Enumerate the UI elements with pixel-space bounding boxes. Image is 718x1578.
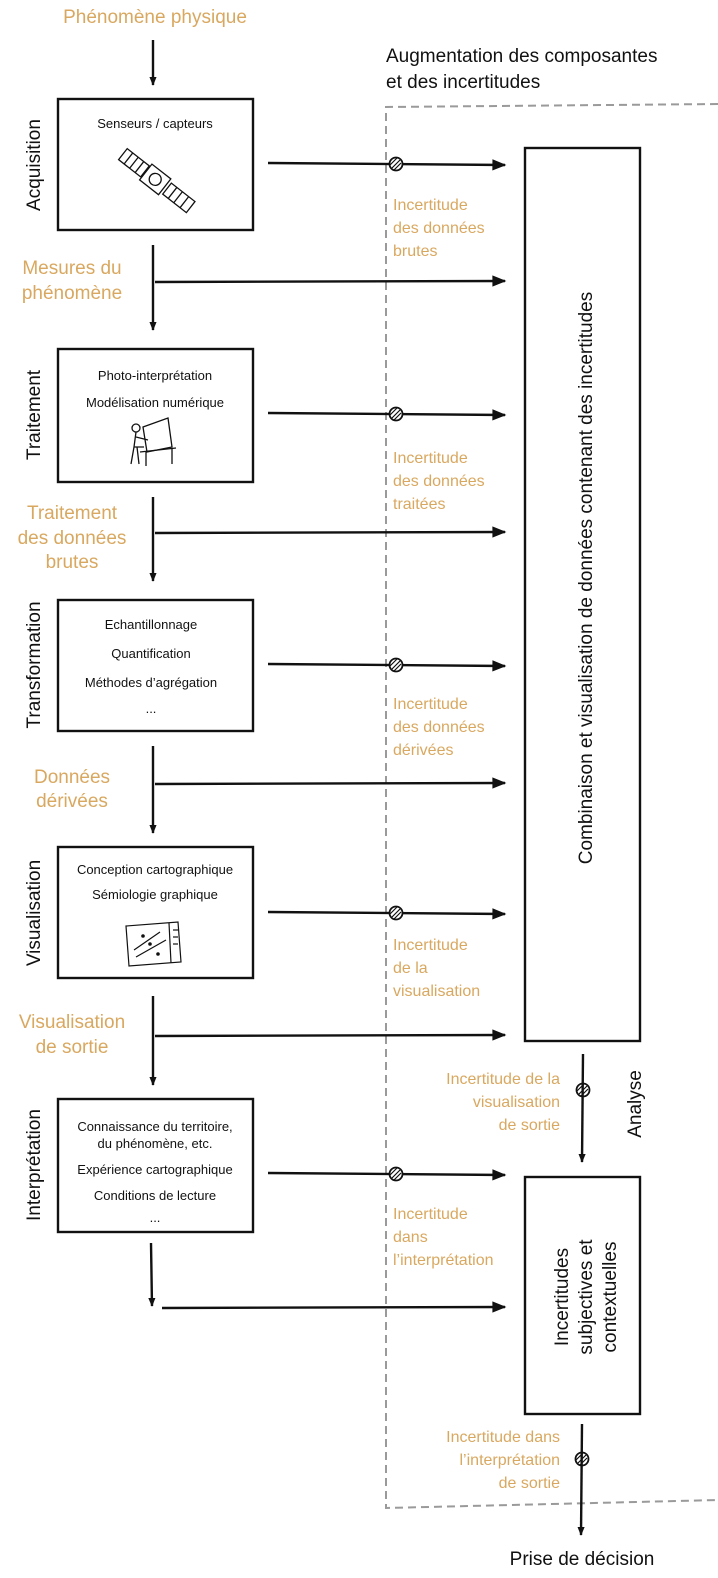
stage-item: Photo-interprétation [98,368,212,383]
final-uncertainty-label: de sortie [499,1475,560,1492]
analysis-label: Analyse [625,1070,646,1138]
stage-item: Expérience cartographique [77,1162,232,1177]
output-label-1: Mesures du [22,258,121,279]
arrow-uncertainty-5 [267,1169,507,1181]
horizontal-arrows [154,159,507,1313]
output-label-3b: dérivées [36,791,108,812]
decision-label: Prise de décision [510,1549,655,1570]
uncertainty-label: dans [393,1229,428,1246]
uncertainty-label: Incertitude [393,937,468,954]
source-label: Phénomène physique [63,7,247,28]
subjective-uncertainty-box [523,1175,642,1416]
arrow-output-2 [154,526,507,538]
uncertainty-dot [388,657,404,673]
uncertainty-label: Incertitude [393,1206,468,1223]
output-label-4: Visualisation [19,1012,125,1033]
uncertainty-label: brutes [393,243,437,260]
output-label-2: Traitement [27,503,118,524]
uncertainty-label: traitées [393,496,445,513]
stage-item: Echantillonnage [105,617,198,632]
subjective-box-label: contextuelles [600,1242,621,1353]
person-at-desk-icon [130,417,177,466]
uncertainty-label: visualisation [393,983,480,1000]
uncertainty-dots [388,156,591,1467]
stage-item: Modélisation numérique [86,395,224,410]
stage-traitement: Traitement Photo-interprétation Modélisa… [24,347,255,484]
stage-item: Méthodes d’agrégation [85,675,217,690]
stage-title: Acquisition [24,119,45,211]
final-uncertainty-label: l’interprétation [460,1452,561,1469]
stage-item: Quantification [111,646,191,661]
stage-item: ... [146,701,157,716]
stage-item: Senseurs / capteurs [97,116,213,131]
stage-title: Visualisation [24,860,45,966]
stage-transformation: Transformation Echantillonnage Quantific… [24,598,255,733]
analysis-uncertainty-label: Incertitude de la [446,1071,560,1088]
arrow-down-5 [148,1242,156,1307]
stage-item: Sémiologie graphique [92,887,218,902]
uncertainty-label: des données [393,473,485,490]
stage-box [56,1097,255,1234]
output-label-2c: brutes [46,552,99,573]
stage-item: Conception cartographique [77,862,233,877]
stage-title: Interprétation [24,1109,45,1221]
stage-box [56,347,255,484]
analysis-uncertainty-label: de sortie [499,1117,560,1134]
stage-item: ... [150,1210,161,1225]
uncertainty-label: l’interprétation [393,1252,494,1269]
stage-item: du phénomène, etc. [98,1136,213,1151]
stage-box [56,845,255,980]
uncertainty-label: de la [393,960,428,977]
uncertainty-label: dérivées [393,742,453,759]
uncertainty-zone-boundary [385,103,718,1510]
stage-acquisition: Acquisition Senseurs / capteurs [24,97,255,232]
uncertainty-label: Incertitude [393,450,468,467]
final-uncertainty-label: Incertitude dans [446,1429,560,1446]
uncertainty-labels: Incertitude des données brutes Incertitu… [393,197,494,1269]
output-label-2b: des données [18,528,127,549]
uncertainty-dot [388,1166,404,1182]
stage-box [56,97,255,232]
stage-item: Connaissance du territoire, [77,1119,232,1134]
satellite-icon [117,147,196,214]
arrow-output-1 [154,275,507,287]
output-label-4b: de sortie [36,1037,109,1058]
subjective-box-label: subjectives et [576,1239,597,1355]
analysis-uncertainty-label: visualisation [473,1094,560,1111]
stage-title: Traitement [24,369,45,460]
output-label-1b: phénomène [22,283,122,304]
uncertainty-label: Incertitude [393,696,468,713]
arrow-uncertainty-2 [267,409,507,421]
arrow-output-3 [154,777,507,789]
arrow-output-4 [154,1029,507,1041]
header-line-2: et des incertitudes [386,72,540,93]
uncertainty-label: des données [393,220,485,237]
arrow-uncertainty-1 [267,159,507,171]
stage-item: Conditions de lecture [94,1188,216,1203]
stage-box [56,598,255,733]
arrow-uncertainty-4 [267,908,507,920]
uncertainty-dot [388,156,404,172]
output-label-3: Données [34,767,110,788]
stage-title: Transformation [24,601,45,728]
uncertainty-label: des données [393,719,485,736]
combination-box-label: Combinaison et visualisation de données … [576,292,597,864]
map-sketch-icon [125,921,182,967]
arrow-output-5 [161,1301,507,1313]
decision-arrow [577,1423,585,1536]
uncertainty-dot [388,905,404,921]
arrow-uncertainty-3 [267,660,507,672]
combination-box [523,146,642,1043]
stage-interpretation: Interprétation Connaissance du territoir… [24,1097,255,1234]
header-line-1: Augmentation des composantes [386,46,657,67]
subjective-box-label: Incertitudes [552,1248,573,1346]
stage-visualisation: Visualisation Conception cartographique … [24,845,255,980]
uncertainty-label: Incertitude [393,197,468,214]
analysis-arrow [578,1053,586,1163]
uncertainty-dot [388,406,404,422]
